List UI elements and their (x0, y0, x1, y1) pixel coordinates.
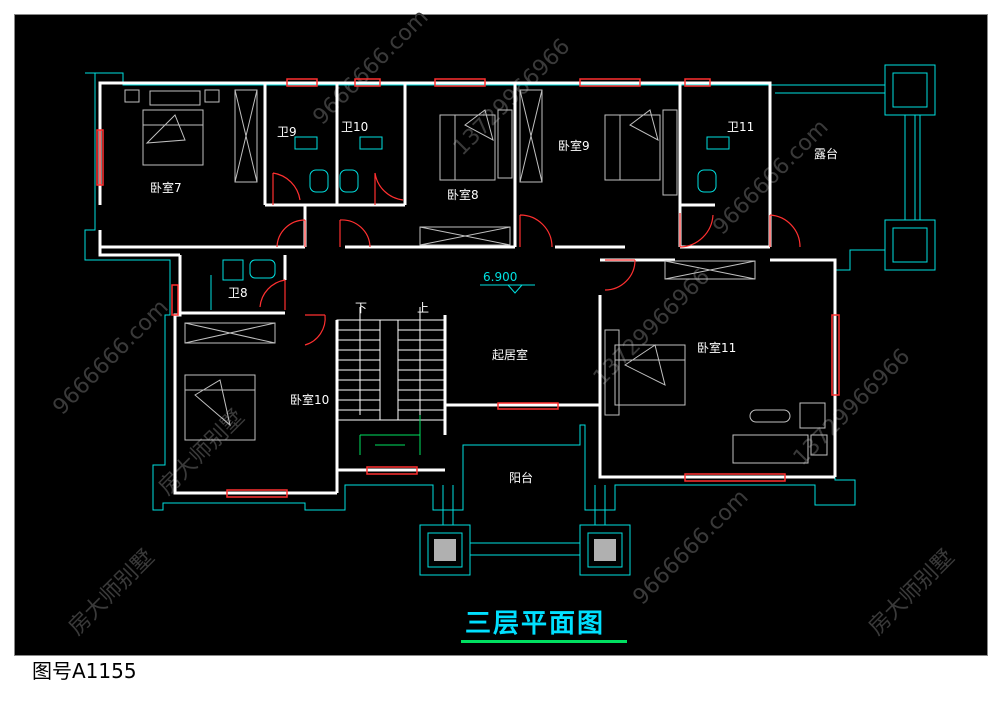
outline (84, 64, 936, 576)
staircase (336, 307, 446, 421)
room-label-terrace: 露台 (814, 147, 839, 161)
drawing-title: 三层平面图 (465, 609, 606, 639)
column (434, 539, 456, 561)
doors (259, 172, 801, 346)
bathroom-fixtures (210, 136, 730, 310)
title-underline (461, 640, 627, 643)
room-label-bedroom11: 卧室11 (697, 341, 737, 355)
room-label-bedroom10: 卧室10 (290, 393, 330, 407)
room-label-balcony: 阳台 (509, 471, 534, 485)
stair-up-label: 上 (417, 301, 430, 315)
drawing-number: 图号A1155 (32, 659, 137, 683)
floor-plan (84, 64, 936, 576)
furniture (124, 89, 828, 464)
room-label-bath10: 卫10 (341, 120, 369, 134)
room-label-bedroom7: 卧室7 (150, 181, 182, 195)
room-label-bath9: 卫9 (277, 125, 297, 139)
stair-down-label: 下 (355, 301, 368, 315)
windows (96, 78, 840, 498)
elevation-label: 6.900 (483, 270, 518, 284)
stair-handrail (359, 415, 421, 455)
room-label-living: 起居室 (492, 348, 529, 362)
elevation-marker (480, 284, 535, 294)
room-label-bedroom9: 卧室9 (558, 139, 590, 153)
drawing-canvas: 9666666.com 房大师别墅 9666666.com 1372996696… (14, 5, 988, 656)
walls (98, 81, 837, 495)
room-label-bath8: 卫8 (228, 286, 248, 300)
room-label-bath11: 卫11 (727, 120, 755, 134)
column (594, 539, 616, 561)
room-label-bedroom8: 卧室8 (447, 188, 479, 202)
